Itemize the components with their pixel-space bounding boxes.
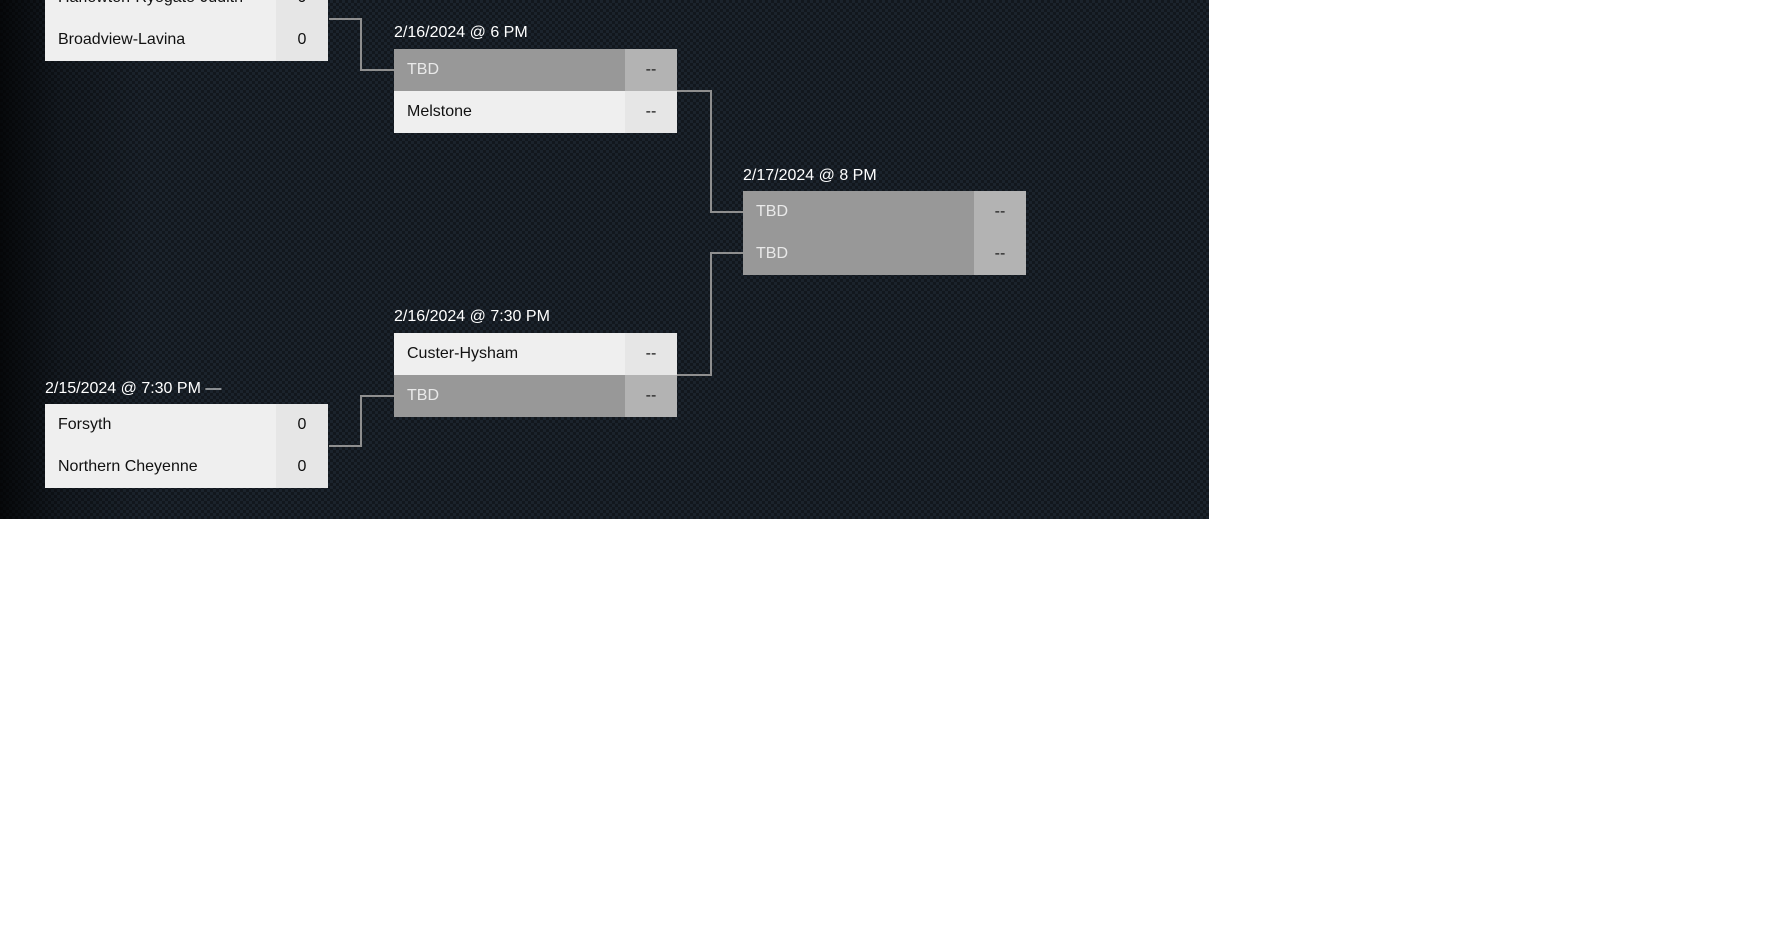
team-name: TBD [743, 233, 974, 275]
team-score: -- [974, 233, 1026, 275]
game-date: 2/16/2024 @ 6 PM [394, 24, 528, 41]
tournament-bracket: Harlowton-Ryegate-Judith 0 Broadview-Lav… [0, 0, 1209, 519]
team-score: -- [625, 91, 677, 133]
matchup-round1-top[interactable]: Harlowton-Ryegate-Judith 0 Broadview-Lav… [45, 0, 328, 61]
team-name: Custer-Hysham [394, 333, 625, 375]
team-score: -- [625, 49, 677, 91]
team-row[interactable]: Harlowton-Ryegate-Judith 0 [45, 0, 328, 19]
team-row[interactable]: TBD -- [743, 233, 1026, 275]
matchup-round1-bottom[interactable]: Forsyth 0 Northern Cheyenne 0 [45, 404, 328, 488]
team-row[interactable]: Northern Cheyenne 0 [45, 446, 328, 488]
matchup-semifinal-top[interactable]: TBD -- Melstone -- [394, 49, 677, 133]
team-score: -- [625, 333, 677, 375]
team-name: TBD [394, 49, 625, 91]
team-name: Northern Cheyenne [45, 446, 276, 488]
team-name: TBD [743, 191, 974, 233]
connector-g2-g4 [329, 395, 394, 447]
team-name: Melstone [394, 91, 625, 133]
team-name: Broadview-Lavina [45, 19, 276, 61]
team-score: -- [974, 191, 1026, 233]
team-row[interactable]: Custer-Hysham -- [394, 333, 677, 375]
team-row[interactable]: TBD -- [394, 375, 677, 417]
game-date: 2/15/2024 @ 7:30 PM — [45, 380, 222, 397]
team-score: 0 [276, 19, 328, 61]
connector-g3-g5 [677, 90, 743, 213]
team-name: Forsyth [45, 404, 276, 446]
team-row[interactable]: TBD -- [394, 49, 677, 91]
team-row[interactable]: Forsyth 0 [45, 404, 328, 446]
team-name: TBD [394, 375, 625, 417]
game-date: 2/16/2024 @ 7:30 PM [394, 308, 550, 325]
connector-g4-g5 [677, 252, 743, 376]
team-row[interactable]: TBD -- [743, 191, 1026, 233]
bracket-connectors [329, 18, 743, 447]
matchup-final[interactable]: TBD -- TBD -- [743, 191, 1026, 275]
team-row[interactable]: Melstone -- [394, 91, 677, 133]
matchup-semifinal-bottom[interactable]: Custer-Hysham -- TBD -- [394, 333, 677, 417]
team-name: Harlowton-Ryegate-Judith [45, 0, 276, 19]
connector-g1-g3 [329, 18, 394, 71]
team-score: -- [625, 375, 677, 417]
team-row[interactable]: Broadview-Lavina 0 [45, 19, 328, 61]
team-score: 0 [276, 0, 328, 19]
game-date: 2/17/2024 @ 8 PM [743, 167, 877, 184]
team-score: 0 [276, 404, 328, 446]
team-score: 0 [276, 446, 328, 488]
